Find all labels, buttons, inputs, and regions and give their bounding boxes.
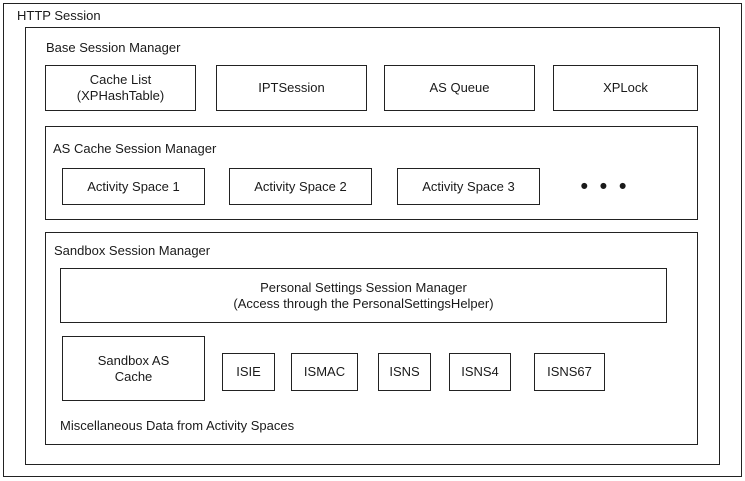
node-iptsession[interactable]: IPTSession	[216, 65, 367, 111]
node-isns4[interactable]: ISNS4	[449, 353, 511, 391]
node-xplock-label: XPLock	[603, 80, 648, 95]
node-isns-label: ISNS	[389, 364, 420, 379]
node-activity-space-1[interactable]: Activity Space 1	[62, 168, 205, 205]
node-ismac-label: ISMAC	[303, 364, 346, 379]
node-xplock[interactable]: XPLock	[553, 65, 698, 111]
node-isie-label: ISIE	[236, 364, 261, 379]
node-isns[interactable]: ISNS	[378, 353, 431, 391]
node-activity-space-2-label: Activity Space 2	[254, 178, 347, 194]
node-isns4-label: ISNS4	[461, 364, 499, 379]
node-sandbox-as-cache[interactable]: Sandbox AS Cache	[62, 336, 205, 401]
node-isns67[interactable]: ISNS67	[534, 353, 605, 391]
miscellaneous-data-label: Miscellaneous Data from Activity Spaces	[60, 418, 295, 433]
node-personal-settings-session-manager-label: Personal Settings Session Manager (Acces…	[233, 279, 494, 311]
base-session-manager-label: Base Session Manager	[46, 40, 181, 55]
node-isie[interactable]: ISIE	[222, 353, 275, 391]
node-isns67-label: ISNS67	[547, 364, 592, 379]
node-activity-space-1-label: Activity Space 1	[87, 178, 180, 194]
node-activity-space-2[interactable]: Activity Space 2	[229, 168, 372, 205]
node-personal-settings-session-manager[interactable]: Personal Settings Session Manager (Acces…	[60, 268, 667, 323]
node-activity-space-3[interactable]: Activity Space 3	[397, 168, 540, 205]
as-cache-session-manager-label: AS Cache Session Manager	[53, 141, 217, 156]
node-ismac[interactable]: ISMAC	[291, 353, 358, 391]
activity-space-ellipsis: • • •	[580, 174, 630, 198]
node-cache-list-label: Cache List (XPHashTable)	[76, 72, 165, 103]
node-sandbox-as-cache-label: Sandbox AS Cache	[97, 352, 170, 384]
node-iptsession-label: IPTSession	[258, 80, 325, 95]
node-as-queue[interactable]: AS Queue	[384, 65, 535, 111]
http-session-title: HTTP Session	[17, 8, 101, 23]
node-as-queue-label: AS Queue	[429, 80, 490, 95]
sandbox-session-manager-label: Sandbox Session Manager	[54, 243, 211, 258]
node-activity-space-3-label: Activity Space 3	[422, 178, 515, 194]
node-cache-list[interactable]: Cache List (XPHashTable)	[45, 65, 196, 111]
